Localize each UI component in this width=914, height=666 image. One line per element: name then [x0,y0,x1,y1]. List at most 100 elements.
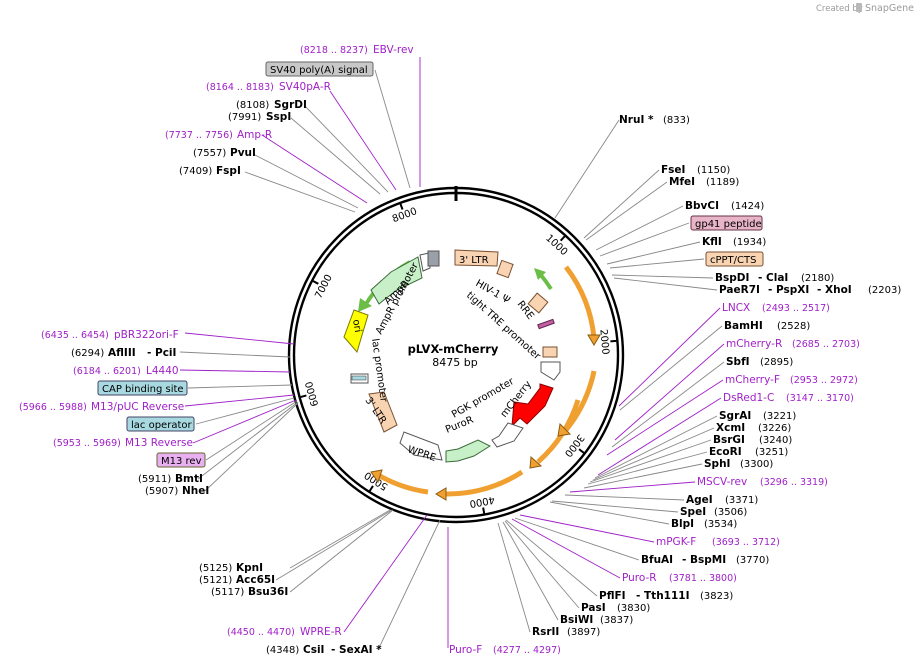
sexai-label[interactable]: - SexAI * [331,644,382,656]
sspi-label[interactable]: SspI [266,111,291,123]
orf-arrow-4 [445,469,524,497]
feature-ltr3-top[interactable]: 3' LTR [454,249,499,267]
mcherry-r-label[interactable]: mCherry-R [726,338,782,350]
pcii-label[interactable]: - PciI [147,347,176,359]
gp41-box[interactable] [690,215,763,231]
bsu36i-label[interactable]: Bsu36I [248,586,288,598]
sv40pa-r-label[interactable]: SV40pA-R [279,81,331,93]
blpi-coord: (3534) [704,519,737,530]
bspdi-label[interactable]: BspDI [715,272,749,284]
bsu36i-coord: (5117) [211,587,244,598]
tick-mark [399,203,404,210]
bamhi-coord: (2528) [777,321,810,332]
sv40-polya-label-box[interactable] [265,61,374,77]
kfli-label[interactable]: KflI [702,236,722,248]
leader-line [599,222,690,257]
fspi-label[interactable]: FspI [216,165,241,177]
tth111i-label[interactable]: - Tth111I [636,590,690,602]
pvui-coord: (7557) [193,148,226,159]
nrui-label[interactable]: NruI * [619,114,654,126]
ampr-arrow [370,256,423,305]
blpi-label[interactable]: BlpI [671,518,694,530]
puro-r-label[interactable]: Puro-R [622,572,657,584]
xhoi-label[interactable]: - XhoI [817,284,852,296]
m13puc-label[interactable]: M13/pUC Reverse [91,401,184,413]
mpgk-f-label[interactable]: mPGK-F [656,536,696,548]
orf-arrowhead-3 [529,455,543,469]
mcherry-f-label[interactable]: mCherry-F [725,374,780,386]
ltr3-bottom-shape [368,391,398,433]
l4440-label[interactable]: L4440 [146,365,179,377]
rsrii-label[interactable]: RsrII [532,626,559,638]
lac-operator-label-box[interactable] [126,416,195,432]
leader-line [505,519,598,597]
pasi-label[interactable]: PasI [581,602,606,614]
pspxi-label[interactable]: - PspXI [768,284,809,296]
leader-line [511,518,621,579]
leader-line [514,517,640,561]
leader-line [329,90,397,191]
right-labels: NruI * (833) FseI (1150) MfeI (1189) Bbv… [532,114,901,638]
wpre-r-label[interactable]: WPRE-R [300,626,342,638]
pgk-promoter-arrow[interactable] [491,422,524,448]
m13rev-label[interactable]: M13 Reverse [125,437,193,449]
cppt-label-box[interactable] [705,251,764,267]
bspmi-label[interactable]: - BspMI [682,554,726,566]
dsred1-c-coord: (3147 .. 3170) [786,393,854,404]
kpni-label[interactable]: KpnI [236,562,263,574]
mscv-rev-label[interactable]: MSCV-rev [697,476,747,488]
gp41-label: gp41 peptide [695,219,762,230]
afliii-label[interactable]: AflIII [108,347,136,359]
bfuai-label[interactable]: BfuAI [641,554,673,566]
paer7i-label[interactable]: PaeR7I [719,284,760,296]
wpre-arrow [399,431,443,461]
bsrgi-label[interactable]: BsrGI [713,434,745,446]
sgrai-coord: (3221) [763,411,796,422]
m13-rev-box[interactable] [156,452,206,468]
agei-label[interactable]: AgeI [686,494,713,506]
puro-f-label[interactable]: Puro-F [449,644,482,656]
leader-line [275,509,393,581]
leader-line [549,501,670,525]
sgrdi-label[interactable]: SgrDI [274,99,307,111]
nhei-label[interactable]: NheI [182,485,209,497]
created-by-text: Created by [816,4,863,14]
leader-line [205,400,298,461]
bbvci-label[interactable]: BbvCI [685,200,719,212]
lncx-label[interactable]: LNCX [722,302,750,314]
feature-ori[interactable]: ori [343,309,369,354]
leader-line [254,154,359,209]
leader-line [304,105,389,193]
ecori-label[interactable]: EcoRI [709,446,742,458]
acc65i-coord: (5121) [199,575,232,586]
amp-r-label[interactable]: Amp-R [237,129,272,141]
xcmi-label[interactable]: XcmI [716,422,745,434]
fsei-label[interactable]: FseI [661,164,685,176]
pbr322-label[interactable]: pBR322ori-F [114,329,179,341]
cap-binding-site-box[interactable] [97,380,188,396]
clai-label[interactable]: - ClaI [758,272,788,284]
leader-line [619,325,723,411]
spei-label[interactable]: SpeI [680,506,706,518]
dsred1-c-label[interactable]: DsRed1-C [723,392,774,404]
orf-arrow-1 [564,265,597,339]
leader-line [184,394,295,407]
afliii-coord: (6294) [71,348,104,359]
mfei-label[interactable]: MfeI [669,176,695,188]
pvui-label[interactable]: PvuI [230,147,256,159]
csii-label[interactable]: CsiI [303,644,324,656]
feature-wpre[interactable]: WPRE [399,431,443,464]
bsiwi-label[interactable]: BsiWI [560,614,593,626]
sphi-label[interactable]: SphI [704,458,730,470]
pflfi-label[interactable]: PflFI [599,590,626,602]
puror-arrow[interactable] [445,439,492,463]
acc65i-label[interactable]: Acc65I [236,574,275,586]
bmti-label[interactable]: BmtI [175,473,203,485]
rsrii-coord: (3897) [567,627,600,638]
bamhi-label[interactable]: BamHI [724,320,763,332]
sbfi-label[interactable]: SbfI [726,356,750,368]
leader-line [204,402,299,492]
sgrai-label[interactable]: SgrAI [719,410,751,422]
leader-line [502,521,559,621]
ebv-rev-label[interactable]: EBV-rev [373,44,414,56]
